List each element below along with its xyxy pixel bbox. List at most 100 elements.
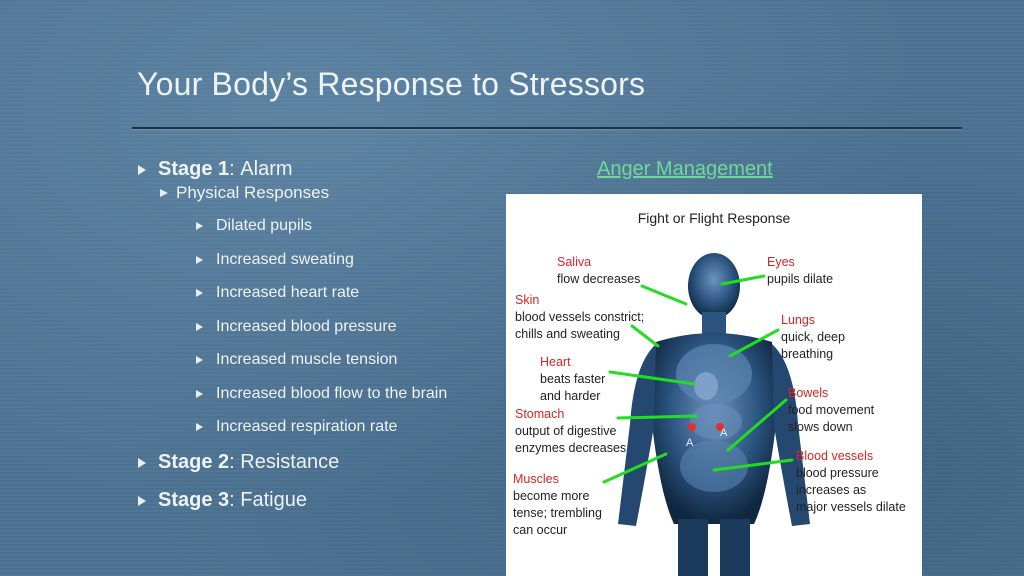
response-item: Increased blood pressure xyxy=(196,318,397,336)
response-text: Increased blood pressure xyxy=(216,318,397,335)
label-heading: Skin xyxy=(515,293,540,307)
bullet-stage-3: Stage 3: Fatigue xyxy=(138,489,307,512)
label-line: can occur xyxy=(513,523,568,537)
label-bowels: Bowels food movement slows down xyxy=(788,385,874,436)
body-right-arm xyxy=(772,344,810,526)
response-text: Dilated pupils xyxy=(216,217,313,234)
response-item: Increased respiration rate xyxy=(196,418,397,436)
bullet-arrow-icon xyxy=(196,423,203,431)
bullet-stage-2: Stage 2: Resistance xyxy=(138,451,339,474)
label-stomach: Stomach output of digestive enzymes decr… xyxy=(515,406,626,457)
adrenal-label-left: A xyxy=(686,437,694,449)
label-heart: Heart beats faster and harder xyxy=(540,354,605,405)
bullet-arrow-icon xyxy=(138,457,146,468)
body-head xyxy=(688,253,740,319)
label-heading: Lungs xyxy=(781,313,816,327)
bullet-arrow-icon xyxy=(196,390,203,398)
pointer-skin xyxy=(630,324,660,348)
stage-3-text: Fatigue xyxy=(240,489,307,511)
bullet-arrow-icon xyxy=(196,323,203,331)
slide-title: Your Body’s Response to Stressors xyxy=(137,66,646,102)
label-blood-vessels: Blood vessels blood pressure increases a… xyxy=(796,448,906,516)
anger-management-link[interactable]: Anger Management xyxy=(597,158,773,180)
label-line: and harder xyxy=(540,389,601,403)
body-right-leg xyxy=(720,519,750,576)
stage-2-label: Stage 2 xyxy=(158,451,230,473)
label-heading: Eyes xyxy=(767,255,795,269)
response-text: Increased muscle tension xyxy=(216,351,398,368)
pointer-bowels xyxy=(726,398,788,452)
label-line: chills and sweating xyxy=(515,327,620,341)
adrenal-marker-left xyxy=(688,423,696,431)
label-line: breathing xyxy=(781,347,834,361)
bullet-arrow-icon xyxy=(196,289,203,297)
label-line: blood pressure xyxy=(796,466,879,480)
label-line: flow decreases xyxy=(557,272,641,286)
label-line: increases as xyxy=(796,483,867,497)
stage-1-colon: : xyxy=(229,158,241,180)
response-text: Increased respiration rate xyxy=(216,418,398,435)
bullet-arrow-icon xyxy=(196,256,203,264)
physical-responses-text: Physical Responses xyxy=(176,183,330,202)
adrenal-label-right: A xyxy=(720,427,728,439)
label-line: quick, deep xyxy=(781,330,845,344)
body-left-arm xyxy=(618,344,656,526)
human-body-illustration: A A xyxy=(602,253,810,576)
label-heading: Muscles xyxy=(513,472,559,486)
response-text: Increased blood flow to the brain xyxy=(216,385,448,402)
stage-3-colon: : xyxy=(229,489,241,511)
adrenal-marker-right xyxy=(716,423,724,431)
organ-stomach xyxy=(690,404,742,440)
response-text: Increased sweating xyxy=(216,251,354,268)
label-line: tense; trembling xyxy=(513,506,602,520)
label-line: blood vessels constrict; xyxy=(515,310,645,324)
label-heading: Bowels xyxy=(788,386,829,400)
stage-2-colon: : xyxy=(229,451,241,473)
pointer-lungs xyxy=(728,328,780,358)
label-muscles: Muscles become more tense; trembling can… xyxy=(513,471,602,539)
response-item: Increased sweating xyxy=(196,251,354,269)
label-skin: Skin blood vessels constrict; chills and… xyxy=(515,292,644,343)
figure-title: Fight or Flight Response xyxy=(637,210,791,226)
stage-1-label: Stage 1 xyxy=(158,158,230,180)
label-line: slows down xyxy=(788,420,853,434)
pointer-muscles xyxy=(602,452,668,484)
pointer-heart xyxy=(608,370,696,386)
stage-3-label: Stage 3 xyxy=(158,489,230,511)
label-lungs: Lungs quick, deep breathing xyxy=(781,312,845,363)
label-line: major vessels dilate xyxy=(796,500,906,514)
bullet-arrow-icon xyxy=(138,495,146,506)
stage-1-text: Alarm xyxy=(240,158,293,180)
label-heading: Heart xyxy=(540,355,571,369)
response-text: Increased heart rate xyxy=(216,284,360,301)
pointer-saliva xyxy=(640,284,688,306)
organ-heart xyxy=(694,372,718,400)
response-item: Increased heart rate xyxy=(196,284,359,302)
organ-bowels xyxy=(680,440,748,492)
fight-or-flight-figure: A A Fight or Flight Response Saliva flow… xyxy=(506,194,922,576)
bullet-stage-1: Stage 1: Alarm xyxy=(138,158,293,181)
body-left-leg xyxy=(678,519,708,576)
bullet-arrow-icon xyxy=(138,164,146,175)
label-heading: Stomach xyxy=(515,407,565,421)
pointer-lines xyxy=(602,274,794,484)
pointer-eyes xyxy=(720,274,766,286)
label-line: food movement xyxy=(788,403,875,417)
title-divider xyxy=(132,127,962,129)
bullet-arrow-icon xyxy=(196,356,203,364)
pointer-stomach xyxy=(616,414,698,420)
stage-2-text: Resistance xyxy=(240,451,340,473)
label-heading: Saliva xyxy=(557,255,592,269)
bullet-physical-responses: Physical Responses xyxy=(160,183,329,203)
label-line: output of digestive xyxy=(515,424,617,438)
pointer-blood-vessels xyxy=(712,458,794,472)
bullet-arrow-icon xyxy=(160,189,168,197)
response-item: Increased blood flow to the brain xyxy=(196,385,447,403)
label-line: become more xyxy=(513,489,590,503)
bullet-arrow-icon xyxy=(196,222,203,230)
response-item: Increased muscle tension xyxy=(196,351,397,369)
label-line: enzymes decreases xyxy=(515,441,627,455)
label-line: pupils dilate xyxy=(767,272,834,286)
label-heading: Blood vessels xyxy=(796,449,874,463)
label-line: beats faster xyxy=(540,372,606,386)
